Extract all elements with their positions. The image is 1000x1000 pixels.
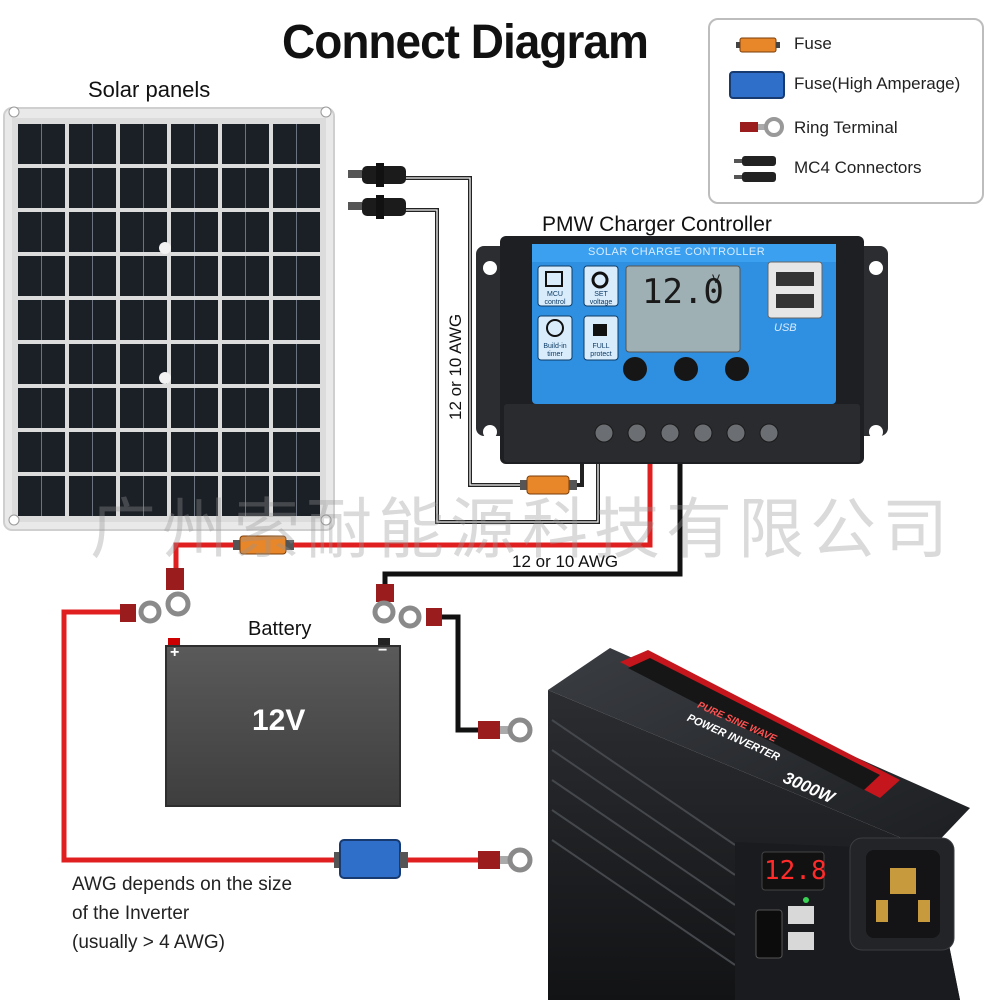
high-amperage-fuse-icon bbox=[729, 71, 785, 99]
awg-note-line: (usually > 4 AWG) bbox=[72, 932, 225, 953]
controller-lcd-unit: V bbox=[712, 272, 721, 286]
fuse-battery-positive bbox=[233, 535, 294, 555]
inverter-negative-wire bbox=[440, 614, 478, 733]
solar-panels-label: Solar panels bbox=[88, 77, 211, 102]
legend-label: Ring Terminal bbox=[794, 118, 898, 137]
legend-label: Fuse bbox=[794, 34, 832, 53]
solar-panel bbox=[3, 106, 335, 531]
terminal-screw bbox=[660, 423, 680, 443]
charge-controller bbox=[476, 236, 888, 464]
panel-mount-dot bbox=[159, 372, 171, 384]
legend-item-ring-terminal: Ring Terminal bbox=[728, 112, 978, 146]
terminal-screw bbox=[594, 423, 614, 443]
fuse-controller bbox=[520, 475, 577, 495]
legend-item-fuse: Fuse bbox=[728, 28, 978, 62]
power-inverter bbox=[548, 648, 970, 1000]
ring-terminals bbox=[120, 568, 533, 873]
terminal-screw bbox=[693, 423, 713, 443]
battery-minus-sign: − bbox=[378, 642, 388, 659]
legend: Fuse Fuse(High Amperage) Ring Terminal M… bbox=[708, 18, 984, 204]
legend-item-high-amperage-fuse: Fuse(High Amperage) bbox=[728, 68, 978, 102]
awg-note: AWG depends on the size of the Inverter … bbox=[72, 870, 292, 957]
terminal-screw bbox=[759, 423, 779, 443]
watermark: 广州索耐能源科技有限公司 bbox=[90, 492, 954, 566]
mc4-connector bbox=[348, 163, 406, 219]
terminal-screw bbox=[627, 423, 647, 443]
legend-item-mc4: MC4 Connectors bbox=[728, 152, 978, 186]
awg-note-line: of the Inverter bbox=[72, 903, 190, 924]
battery bbox=[165, 638, 401, 807]
wire-gauge-horizontal: 12 or 10 AWG bbox=[512, 552, 619, 571]
diagram-title: Connect Diagram bbox=[282, 13, 649, 69]
panel-mount-dot bbox=[159, 242, 171, 254]
legend-label: Fuse(High Amperage) bbox=[794, 74, 961, 93]
battery-voltage: 12V bbox=[252, 704, 306, 737]
full-protect-label: FULL protect bbox=[590, 343, 612, 358]
controller-header: SOLAR CHARGE CONTROLLER bbox=[588, 246, 766, 258]
mc4-connector-icon bbox=[734, 156, 776, 182]
set-voltage-label: SET voltage bbox=[589, 291, 613, 306]
controller-usb-label: USB bbox=[774, 322, 797, 334]
inverter-positive-wire bbox=[61, 609, 340, 863]
battery-label: Battery bbox=[248, 618, 312, 640]
fuse-icon bbox=[736, 37, 780, 53]
legend-label: MC4 Connectors bbox=[794, 158, 922, 177]
timer-label: Build-in timer bbox=[543, 343, 567, 358]
terminal-screw bbox=[726, 423, 746, 443]
battery-positive-wire bbox=[290, 440, 653, 548]
controller-label: PMW Charger Controller bbox=[542, 213, 772, 236]
solar-cells bbox=[18, 124, 320, 516]
high-amperage-fuse bbox=[334, 839, 408, 879]
battery-plus-sign: + bbox=[170, 644, 180, 661]
controller-lcd-value: 12.0 bbox=[642, 272, 724, 312]
wire-gauge-vertical: 12 or 10 AWG bbox=[446, 313, 465, 420]
inverter-display: 12.8 bbox=[764, 856, 827, 886]
mcu-control-label: MCU control bbox=[544, 291, 566, 306]
controller-terminals bbox=[594, 423, 779, 443]
ring-terminal-icon bbox=[740, 117, 784, 137]
awg-note-line: AWG depends on the size bbox=[72, 874, 293, 895]
